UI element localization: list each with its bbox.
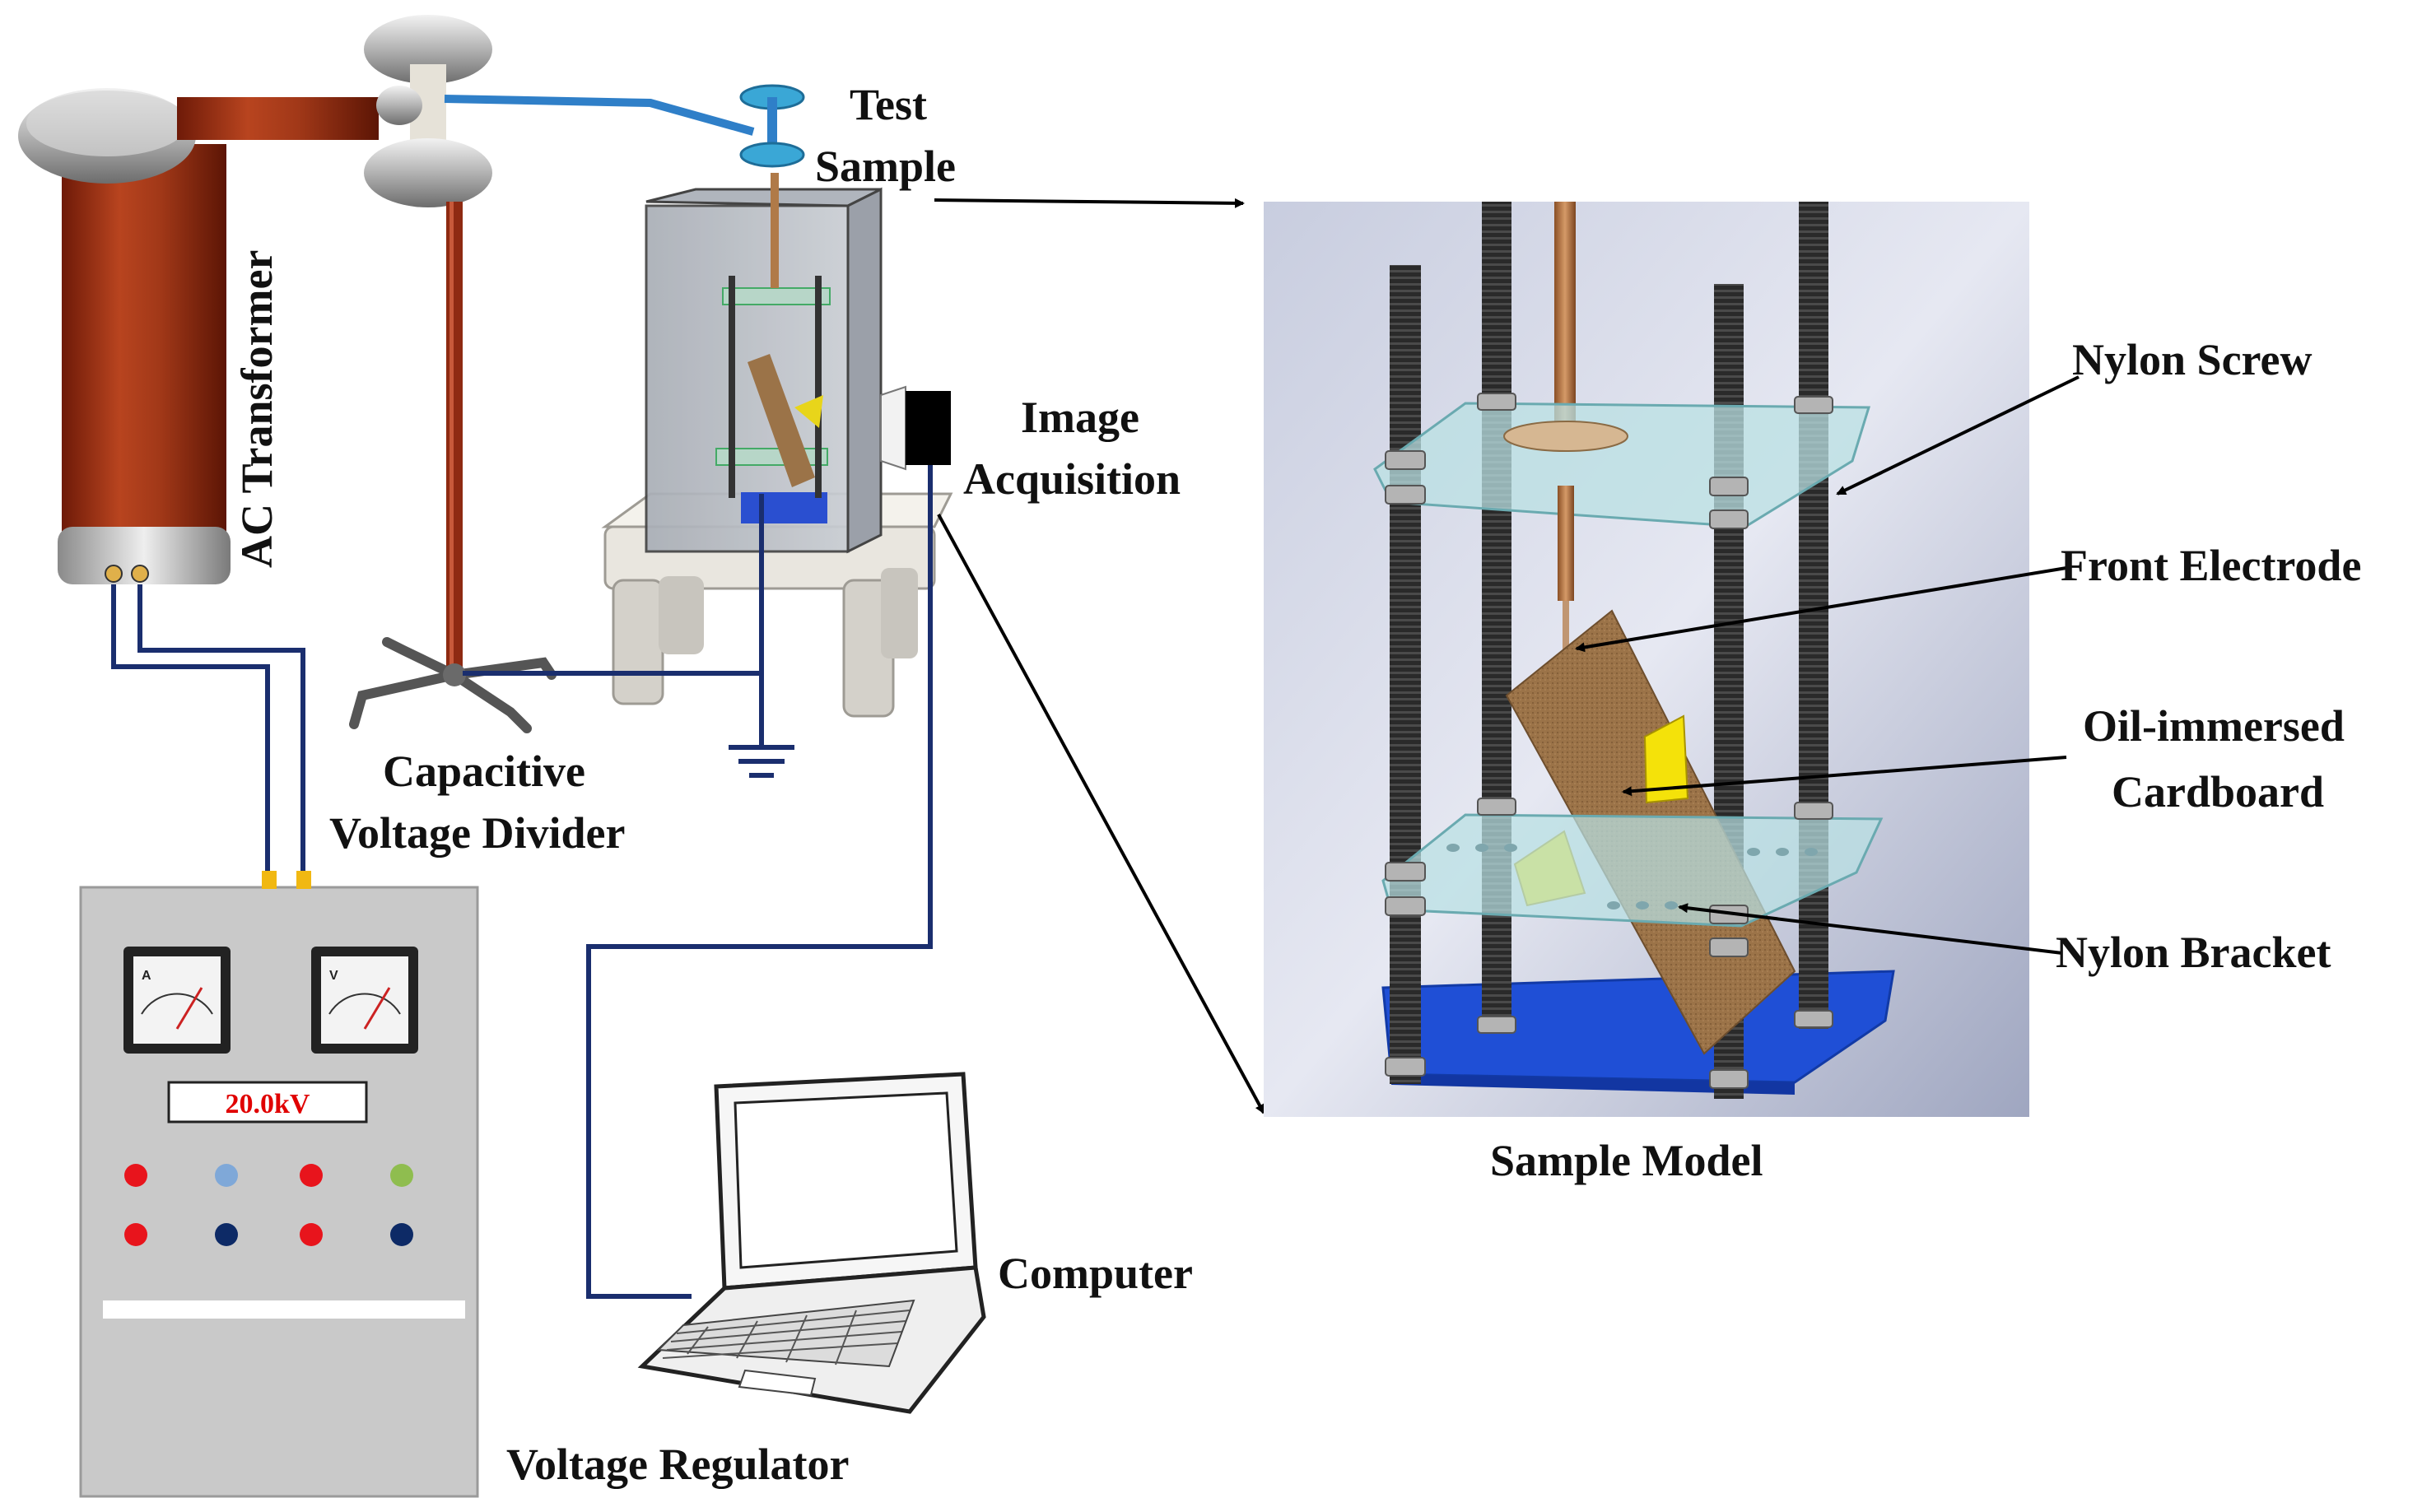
indicator-button-r1-4 [390,1164,413,1187]
voltmeter: V [311,947,418,1054]
ammeter-letter: A [142,969,151,983]
indicator-button-r1-2 [215,1164,238,1187]
ac-transformer-label: AC Transformer [232,250,282,568]
test-sample-label-line2: Sample [815,142,956,191]
nylon-screw-label: Nylon Screw [2072,335,2313,384]
image-acquisition-label-line1: Image [1021,393,1139,442]
nylon-bracket-label: Nylon Bracket [2056,928,2331,977]
laptop-computer [637,1072,986,1414]
voltage-regulator-label: Voltage Regulator [506,1440,849,1489]
cardboard-label-line2: Cardboard [2112,767,2324,816]
regulator-slot [103,1300,465,1319]
capacitive-label-line2: Voltage Divider [329,808,625,858]
ac-transformer [18,88,379,584]
voltmeter-letter: V [329,969,338,983]
indicator-button-r2-2 [215,1223,238,1246]
indicator-button-r2-4 [390,1223,413,1246]
cardboard-label-line1: Oil-immersed [2083,701,2345,751]
indicator-button-r1-1 [124,1164,147,1187]
sample-model-label: Sample Model [1490,1136,1763,1185]
kv-display-value: 20.0kV [226,1089,310,1119]
ammeter: A [123,947,231,1054]
front-electrode-label: Front Electrode [2061,541,2361,590]
camera [880,385,951,471]
kv-display [167,1081,368,1124]
sample-model-panel [1264,202,2029,1117]
computer-label: Computer [998,1249,1193,1298]
capacitive-label-line1: Capacitive [383,747,585,796]
indicator-button-r2-1 [124,1223,147,1246]
hv-connection-wire [444,95,755,136]
indicator-button-r1-3 [300,1164,323,1187]
image-acquisition-label-line2: Acquisition [963,454,1181,504]
callout-arrows [1575,375,2080,955]
button-row-2 [124,1223,413,1246]
control-wires [111,465,933,1299]
voltage-regulator: A V 20.0kV [79,871,479,1498]
test-sample-tank [601,84,953,718]
button-row-1 [124,1164,413,1187]
capacitive-voltage-divider [349,15,557,733]
zoom-arrows [934,198,1265,1114]
ground-symbol [729,494,794,778]
indicator-button-r2-3 [300,1223,323,1246]
test-sample-label-line1: Test [850,80,927,129]
